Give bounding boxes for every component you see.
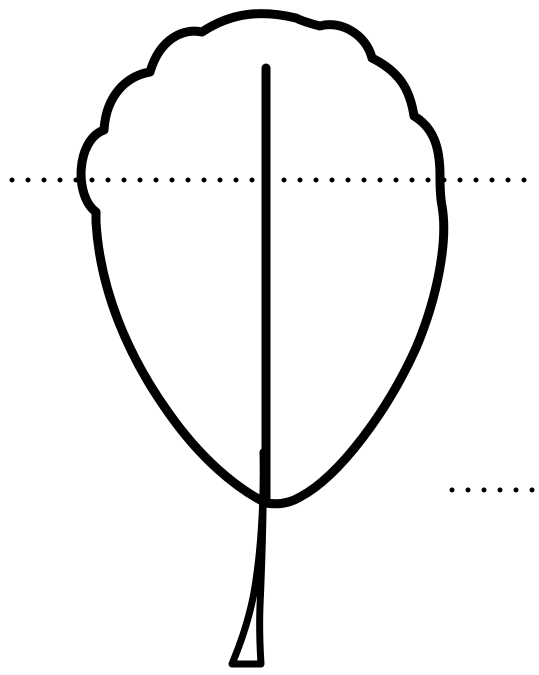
leaf-diagram — [0, 0, 539, 675]
